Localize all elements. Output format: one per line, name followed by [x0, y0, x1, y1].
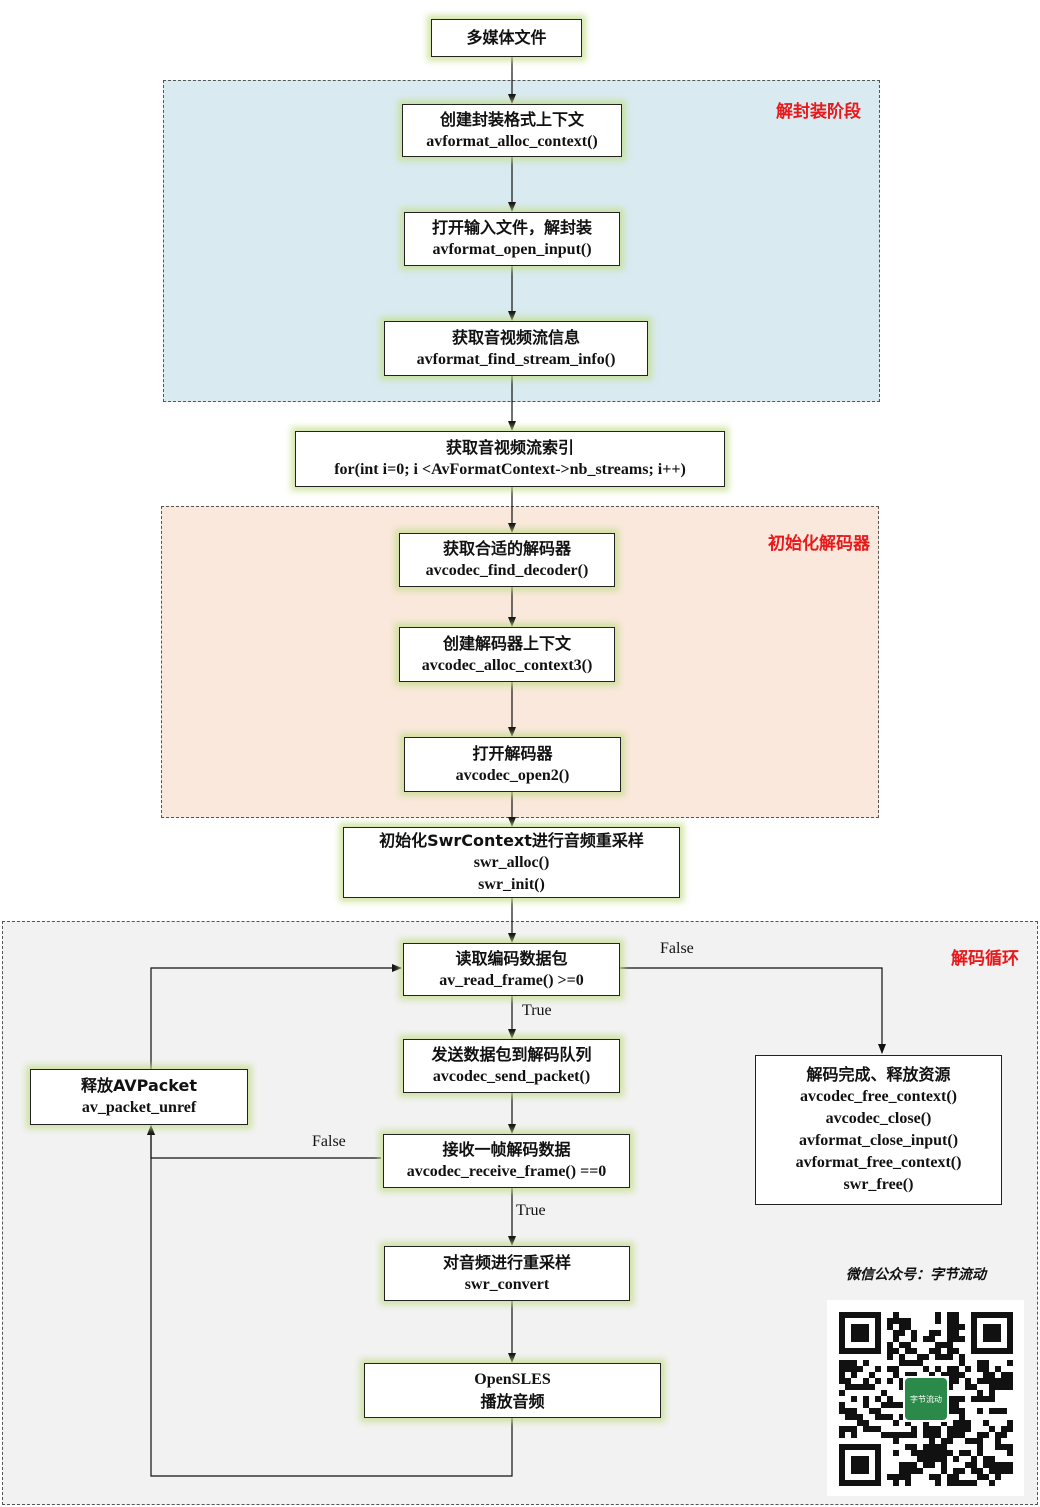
node-read-frame-line-2: av_read_frame() >=0: [439, 971, 584, 989]
node-cleanup-line-1: 解码完成、释放资源: [806, 1065, 951, 1084]
node-open-codec-line-1: 打开解码器: [472, 743, 553, 763]
node-cleanup-line-4: avformat_close_input(): [798, 1132, 959, 1149]
node-alloc-format-context: 创建封装格式上下文 avformat_alloc_context(): [402, 104, 622, 157]
node-swr-convert-line-1: 对音频进行重采样: [442, 1252, 571, 1272]
node-stream-index: 获取音视频流索引 for(int i=0; i <AvFormatContext…: [295, 431, 725, 487]
region-label-demux: 解封装阶段: [776, 102, 861, 122]
node-swr-convert: 对音频进行重采样 swr_convert: [384, 1246, 630, 1301]
node-cleanup-line-2: avcodec_free_context(): [800, 1088, 957, 1105]
node-cleanup-line-3: avcodec_close(): [825, 1110, 932, 1127]
node-alloc-format-context-line-2: avformat_alloc_context(): [426, 132, 598, 150]
node-media-file: 多媒体文件: [431, 19, 582, 57]
node-media-file-line-1: 多媒体文件: [466, 28, 547, 47]
node-find-stream-info-line-2: avformat_find_stream_info(): [416, 350, 616, 368]
node-stream-index-line-1: 获取音视频流索引: [445, 438, 574, 457]
node-send-packet-line-1: 发送数据包到解码队列: [431, 1045, 592, 1064]
region-label-init-decoder: 初始化解码器: [768, 534, 870, 554]
node-find-decoder-line-1: 获取合适的解码器: [442, 539, 571, 558]
node-send-packet: 发送数据包到解码队列 avcodec_send_packet(): [403, 1039, 620, 1093]
node-packet-unref-line-2: av_packet_unref: [81, 1099, 197, 1116]
qr-code-icon: 字节流动: [839, 1312, 1013, 1486]
edge-label-read-true: True: [522, 1002, 552, 1019]
node-swr-convert-line-2: swr_convert: [464, 1275, 550, 1293]
node-open-codec-line-2: avcodec_open2(): [455, 766, 570, 784]
node-opensles-line-1: OpenSLES: [474, 1370, 551, 1388]
node-opensles-line-2: 播放音频: [480, 1391, 545, 1411]
edge-read-false-to-cleanup: [620, 967, 886, 1054]
node-cleanup-line-6: swr_free(): [843, 1176, 914, 1193]
edge-label-read-false: False: [660, 940, 694, 957]
node-cleanup: 解码完成、释放资源 avcodec_free_context() avcodec…: [755, 1055, 1002, 1205]
node-find-stream-info-line-1: 获取音视频流信息: [451, 327, 580, 347]
node-packet-unref: 释放AVPacket av_packet_unref: [30, 1069, 248, 1125]
edge-label-receive-true: True: [516, 1202, 546, 1219]
node-swr-init-line-3: swr_init(): [478, 875, 545, 893]
node-alloc-codec-context-line-1: 创建解码器上下文: [442, 633, 571, 653]
region-label-decode-loop: 解码循环: [951, 949, 1019, 969]
node-find-decoder-line-2: avcodec_find_decoder(): [425, 562, 589, 579]
node-opensles: OpenSLES 播放音频: [364, 1363, 661, 1418]
node-swr-init: 初始化SwrContext进行音频重采样 swr_alloc() swr_ini…: [343, 827, 680, 898]
node-receive-frame-line-2: avcodec_receive_frame() ==0: [406, 1163, 607, 1180]
node-receive-frame-line-1: 接收一帧解码数据: [442, 1140, 571, 1159]
node-open-input-line-1: 打开输入文件，解封装: [431, 218, 592, 237]
node-read-frame-line-1: 读取编码数据包: [455, 948, 568, 968]
node-packet-unref-line-1: 释放AVPacket: [81, 1076, 197, 1095]
node-cleanup-line-5: avformat_free_context(): [795, 1154, 962, 1171]
node-find-stream-info: 获取音视频流信息 avformat_find_stream_info(): [384, 321, 648, 376]
node-alloc-codec-context-line-2: avcodec_alloc_context3(): [421, 656, 593, 674]
node-stream-index-line-2: for(int i=0; i <AvFormatContext->nb_stre…: [334, 461, 686, 478]
node-open-codec: 打开解码器 avcodec_open2(): [404, 737, 621, 792]
edge-unref-to-read: [150, 964, 402, 1069]
wechat-watermark: 微信公众号：字节流动: [846, 1267, 986, 1283]
node-read-frame: 读取编码数据包 av_read_frame() >=0: [403, 943, 620, 996]
node-swr-init-line-2: swr_alloc(): [473, 853, 550, 871]
node-open-input: 打开输入文件，解封装 avformat_open_input(): [404, 212, 620, 266]
edge-label-receive-false: False: [312, 1133, 346, 1150]
qr-logo: [905, 1378, 947, 1420]
edge-opensles-loop-back: [147, 1125, 513, 1477]
node-find-decoder: 获取合适的解码器 avcodec_find_decoder(): [399, 533, 615, 587]
node-open-input-line-2: avformat_open_input(): [432, 241, 592, 258]
edge-receive-false-to-unref: [147, 1125, 381, 1159]
node-swr-init-line-1: 初始化SwrContext进行音频重采样: [379, 830, 644, 850]
node-send-packet-line-2: avcodec_send_packet(): [432, 1068, 591, 1085]
node-alloc-codec-context: 创建解码器上下文 avcodec_alloc_context3(): [399, 627, 615, 682]
node-alloc-format-context-line-1: 创建封装格式上下文: [439, 109, 584, 129]
qr-logo-label: 字节流动: [910, 1394, 942, 1404]
qr-code-image: 字节流动: [827, 1300, 1024, 1496]
node-receive-frame: 接收一帧解码数据 avcodec_receive_frame() ==0: [383, 1134, 630, 1188]
